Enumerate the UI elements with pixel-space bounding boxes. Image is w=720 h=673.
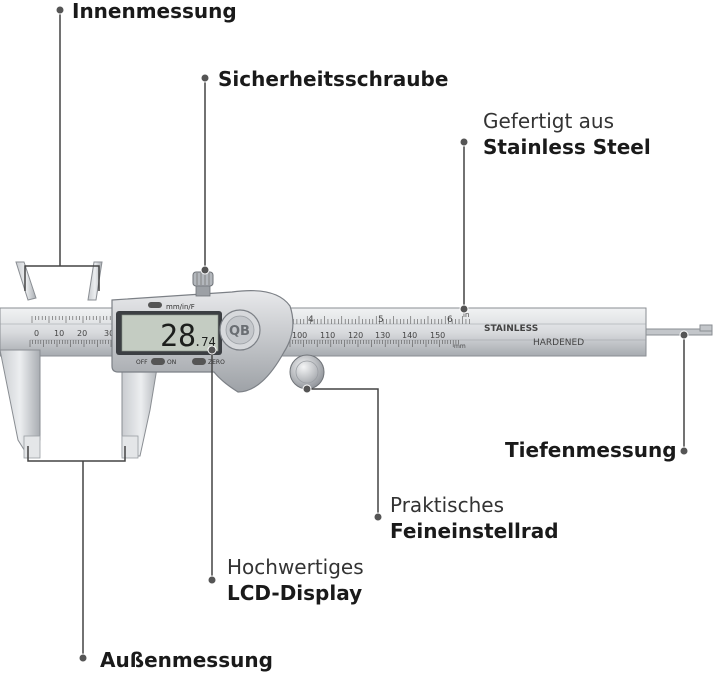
off-label: OFF (136, 359, 148, 366)
mm-tick-label: 0 (34, 329, 39, 338)
mm-scale-labels: 0 10 20 30 100 110 120 130 140 150 mm (34, 329, 466, 350)
beam-scale-ticks (29, 316, 470, 347)
label-inner-measurement: Innenmessung (72, 0, 237, 24)
inch-scale-labels: 4 5 6 in (308, 311, 469, 325)
fine-adjust-wheel (289, 354, 325, 390)
unit-button[interactable] (148, 302, 162, 308)
stainless-text: STAINLESS (484, 324, 538, 334)
label-steel-line2: Stainless Steel (483, 135, 651, 159)
mm-tick-label: 110 (320, 331, 335, 340)
mm-tick-label: 140 (402, 331, 417, 340)
label-lcd-line1: Hochwertiges (227, 555, 364, 579)
mm-unit-label: mm (454, 343, 466, 350)
slider-head: mm/in/F 28 .74 OFF ON ZERO QB (111, 271, 294, 393)
mm-tick-label: 20 (77, 329, 87, 338)
label-depth-measurement: Tiefenmessung (505, 437, 677, 463)
label-screw-text: Sicherheitsschraube (218, 67, 449, 91)
label-lcd-display: Hochwertiges LCD-Display (227, 554, 364, 606)
locking-screw (192, 271, 214, 297)
label-wheel-line2: Feineinstellrad (390, 519, 559, 543)
mm-tick-label: 10 (54, 329, 64, 338)
on-label: ON (167, 359, 176, 366)
mm-tick-label: 100 (292, 331, 307, 340)
label-outer-text: Außenmessung (100, 648, 273, 672)
inch-unit-label: in (463, 311, 469, 319)
measurement-brackets (24, 265, 126, 462)
lcd-decimal: .74 (194, 335, 216, 349)
brand-badge: QB (219, 309, 261, 351)
inch-tick-label: 5 (378, 315, 384, 325)
leader-lines (59, 10, 685, 658)
lcd-value: 28 (160, 319, 196, 354)
leader-wheel (307, 388, 379, 517)
inner-bracket (24, 265, 100, 291)
label-inner-text: Innenmessung (72, 0, 237, 23)
label-safety-screw: Sicherheitsschraube (218, 66, 448, 92)
mm-tick-label: 30 (104, 329, 114, 338)
lcd-display: 28 .74 (116, 311, 222, 355)
unit-button-label: mm/in/F (166, 303, 195, 311)
hardened-text: HARDENED (533, 338, 584, 348)
mm-tick-label: 130 (375, 331, 390, 340)
label-lcd-line2: LCD-Display (227, 581, 363, 605)
label-fine-adjust-wheel: Praktisches Feineinstellrad (390, 492, 559, 544)
movable-outer-jaw (121, 349, 161, 459)
beam-engraving: STAINLESS HARDENED (484, 324, 584, 348)
inner-jaws (15, 261, 103, 301)
label-depth-text: Tiefenmessung (505, 438, 677, 462)
mm-tick-label: 150 (430, 331, 445, 340)
fixed-outer-jaw (0, 349, 41, 459)
brand-logo-text: QB (229, 324, 250, 339)
depth-rod (639, 324, 713, 336)
inch-tick-label: 6 (447, 315, 453, 325)
inch-tick-label: 4 (308, 315, 314, 325)
mm-tick-label: 120 (348, 331, 363, 340)
leader-dots (55, 5, 689, 663)
label-stainless-steel: Gefertigt aus Stainless Steel (483, 108, 651, 160)
label-outer-measurement: Außenmessung (100, 647, 273, 673)
label-wheel-line1: Praktisches (390, 493, 504, 517)
zero-button[interactable] (192, 358, 206, 365)
power-button[interactable] (151, 358, 165, 365)
zero-label: ZERO (208, 359, 225, 366)
outer-bracket (27, 446, 126, 462)
label-steel-line1: Gefertigt aus (483, 109, 615, 133)
